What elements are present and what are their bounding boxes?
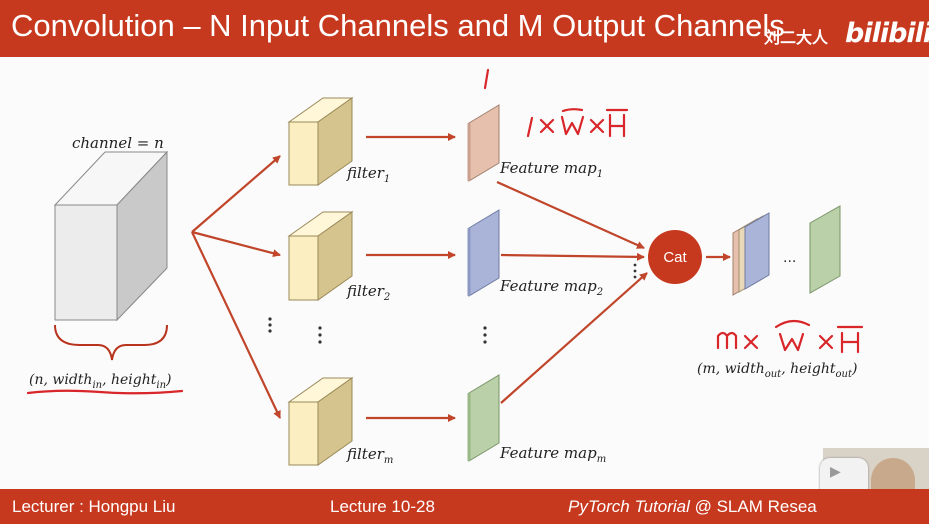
output-feature-maps xyxy=(732,205,841,296)
filter-cube-m xyxy=(287,377,354,466)
fanout-arrows xyxy=(191,155,281,419)
output-dims: (m, widthout, heightout) xyxy=(697,361,857,380)
watermark-author: 刘二大人 xyxy=(764,28,829,47)
filter-cube-2 xyxy=(287,211,354,301)
slide-title: Convolution – N Input Channels and M Out… xyxy=(11,8,785,43)
feature-map-2 xyxy=(467,209,500,297)
bilibili-logo: bilibili xyxy=(845,18,929,49)
cat-label: Cat xyxy=(663,249,687,266)
lecture-number: Lecture 10-28 xyxy=(330,497,435,516)
lecturer-label: Lecturer : Hongpu Liu xyxy=(12,497,176,516)
vertical-ellipsis xyxy=(268,263,637,344)
feature-map-2-label: Feature map2 xyxy=(499,277,603,298)
convolution-diagram: channel = n (n, widthin, heightin) filte… xyxy=(26,68,864,466)
filter-cube-1 xyxy=(287,97,354,186)
slide-header: Convolution – N Input Channels and M Out… xyxy=(0,0,929,57)
input-tensor xyxy=(53,150,169,322)
filter-arrows xyxy=(366,133,456,422)
input-dims: (n, widthin, heightin) xyxy=(29,372,172,391)
feature-map-m xyxy=(467,374,500,462)
input-channel-label: channel = n xyxy=(72,134,164,152)
filter-1-label: filter1 xyxy=(346,164,390,185)
input-dims-underline xyxy=(26,389,184,395)
slide-footer: Lecturer : Hongpu Liu Lecture 10-28 PyTo… xyxy=(0,489,929,524)
course-label: PyTorch Tutorial @ SLAM Resea xyxy=(568,497,817,516)
handwritten-annotations xyxy=(483,68,864,354)
feature-map-1 xyxy=(467,104,500,182)
filter-2-label: filter2 xyxy=(346,282,390,303)
feature-map-m-label: Feature mapm xyxy=(499,444,606,465)
concat-arrows xyxy=(496,180,731,404)
feature-map-1-label: Feature map1 xyxy=(499,159,603,180)
horizontal-ellipsis: ... xyxy=(783,249,796,266)
filter-m-label: filterm xyxy=(346,445,393,466)
cat-node xyxy=(648,230,702,284)
input-brace xyxy=(54,324,168,361)
